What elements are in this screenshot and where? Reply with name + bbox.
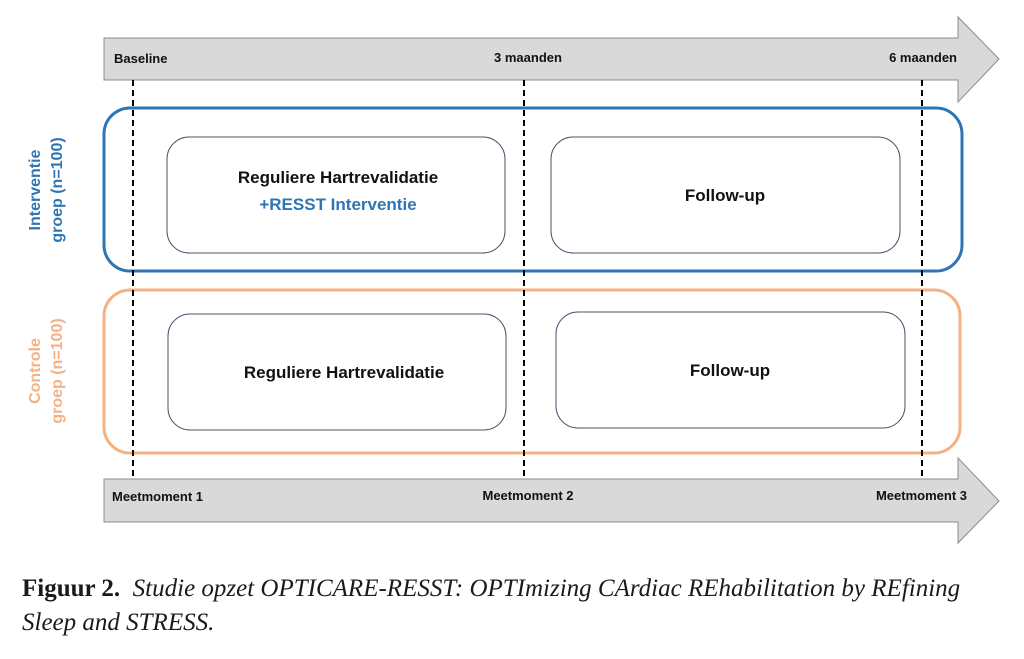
intervention-group-container xyxy=(102,106,964,273)
intervention-phase1-box xyxy=(166,136,506,254)
intervention-phase1-line1: Reguliere Hartrevalidatie xyxy=(238,168,438,187)
control-group-label-line1: Controle xyxy=(27,338,44,404)
figure-caption-text: Studie opzet OPTICARE-RESST: OPTImizing … xyxy=(22,575,961,636)
timeline-top-start-label: Baseline xyxy=(114,51,167,66)
control-phase2-box xyxy=(555,311,906,429)
timeline-bottom-arrow xyxy=(103,456,1000,545)
intervention-phase1-line2: +RESST Interventie xyxy=(259,195,416,214)
figure-caption-label: Figuur 2. xyxy=(22,575,121,602)
timeline-top-arrow xyxy=(103,15,1000,104)
control-group-label-line2: groep (n=100) xyxy=(49,318,66,423)
study-design-diagram: Baseline 3 maanden 6 maanden Meetmoment … xyxy=(27,15,1000,545)
intervention-group-label-line2: groep (n=100) xyxy=(49,137,66,242)
timeline-top-end-label: 6 maanden xyxy=(889,50,957,65)
intervention-phase2-label: Follow-up xyxy=(685,186,765,205)
control-phase1-box xyxy=(167,313,507,431)
timeline-bottom-middle-label: Meetmoment 2 xyxy=(482,488,573,503)
timeline-bottom-end-label: Meetmoment 3 xyxy=(876,488,967,503)
intervention-group-label-line1: Interventie xyxy=(27,149,44,230)
figure-caption: Figuur 2. Studie opzet OPTICARE-RESST: O… xyxy=(22,572,1012,640)
timeline-bottom-start-label: Meetmoment 1 xyxy=(112,489,203,504)
control-group-container xyxy=(102,288,962,455)
control-phase1-label: Reguliere Hartrevalidatie xyxy=(244,363,444,382)
timeline-top-middle-label: 3 maanden xyxy=(494,50,562,65)
intervention-phase2-box xyxy=(550,136,901,254)
control-phase2-label: Follow-up xyxy=(690,361,770,380)
